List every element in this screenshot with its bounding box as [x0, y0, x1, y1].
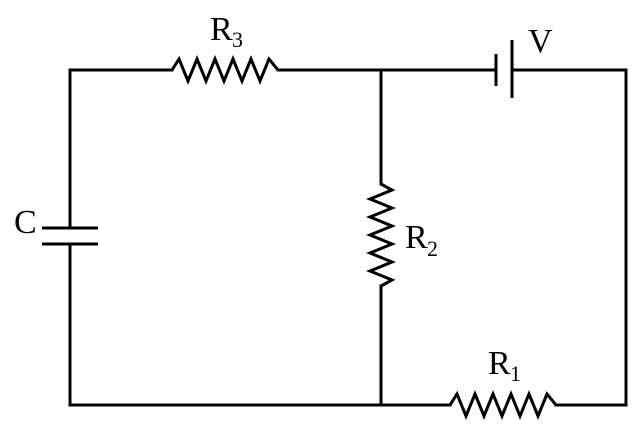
battery-label: V [528, 23, 553, 60]
resistor-r1-label: R [488, 345, 511, 382]
resistor-r1 [448, 390, 558, 420]
resistor-r3-label: R [210, 11, 233, 48]
resistor-r2-label: R [405, 219, 428, 256]
resistor-r2-subscript: 2 [427, 236, 438, 261]
resistor-r2 [366, 182, 396, 288]
resistor-r3 [170, 55, 280, 85]
capacitor-label: C [14, 204, 37, 241]
resistor-r3-subscript: 3 [232, 27, 243, 52]
resistor-r1-subscript: 1 [510, 361, 521, 386]
